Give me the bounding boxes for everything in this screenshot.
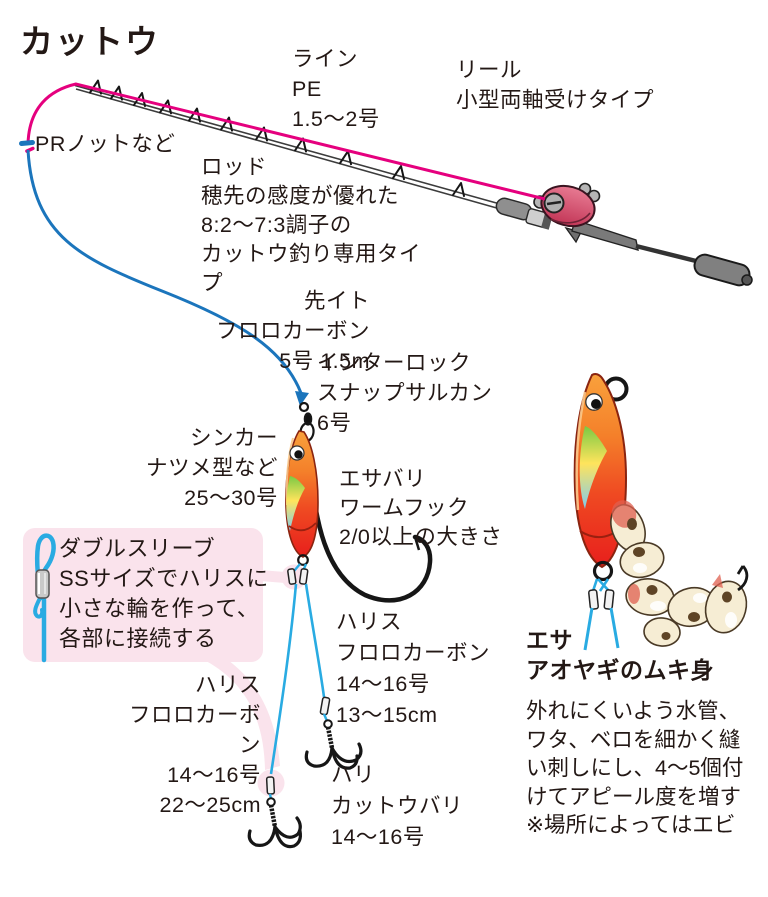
label-pr-knot: PRノットなど bbox=[35, 132, 176, 156]
treble-hook-left bbox=[247, 776, 302, 849]
hook-point bbox=[736, 565, 749, 592]
sleeve-crimp bbox=[588, 589, 599, 610]
label-reel: リール 小型両軸受けタイプ bbox=[456, 58, 655, 112]
sleeve-crimp bbox=[265, 776, 276, 795]
label-sinker: シンカー ナツメ型など 25〜30号 bbox=[145, 426, 278, 510]
sleeve-crimp bbox=[319, 696, 331, 716]
pe-line bbox=[26, 82, 546, 201]
label-haris-right: ハリス フロロカーボン 14〜16号 13〜15cm bbox=[336, 610, 491, 727]
rod bbox=[74, 79, 753, 287]
label-hook: ハリ カットウバリ 14〜16号 bbox=[331, 763, 464, 849]
callout-text: ダブルスリーブ SSサイズでハリスに 小さな輪を作って、 各部に接続する bbox=[59, 536, 269, 651]
double-sleeve-illustration bbox=[33, 533, 56, 663]
label-rod: ロッド 穂先の感度が優れた 8:2〜7:3調子の カットウ釣り専用タイプ bbox=[201, 155, 422, 295]
sinker-large-connection bbox=[583, 560, 620, 651]
sinker-small bbox=[285, 430, 319, 585]
label-haris-left: ハリス フロロカーボン 14〜16号 22〜25cm bbox=[128, 673, 261, 817]
label-line: ライン PE 1.5〜2号 bbox=[292, 47, 380, 131]
rainbow-stripe bbox=[286, 476, 305, 531]
sleeve-crimp bbox=[35, 569, 50, 599]
worm-hook bbox=[307, 462, 433, 603]
haris-lines bbox=[269, 583, 326, 775]
leader-line bbox=[26, 149, 309, 406]
label-bait-hook: エサバリ ワームフック 2/0以上の大きさ bbox=[339, 467, 503, 549]
label-leader: 先イト フロロカーボン 5号 1.5m bbox=[215, 289, 370, 373]
rainbow-stripe bbox=[579, 426, 607, 509]
clam-bait bbox=[610, 500, 749, 647]
treble-hook-right bbox=[304, 696, 363, 770]
butt-cap bbox=[741, 274, 753, 286]
label-snap-swivel: インターロック スナップサルカン 6号 bbox=[317, 351, 493, 435]
label-bait-title: エサ アオヤギのムキ身 bbox=[526, 627, 714, 683]
rear-grip bbox=[571, 219, 639, 251]
label-bait-note: 外れにくいよう水管、 ワタ、ベロを細かく縫 い刺しにし、4〜5個付 けてアピール… bbox=[526, 699, 744, 837]
sleeve-crimp bbox=[603, 589, 615, 610]
sleeve-crimp bbox=[298, 568, 309, 585]
page-title: カットウ bbox=[20, 23, 160, 60]
arrowhead bbox=[295, 391, 309, 406]
reel bbox=[533, 182, 601, 228]
sleeve-crimp bbox=[287, 568, 297, 585]
